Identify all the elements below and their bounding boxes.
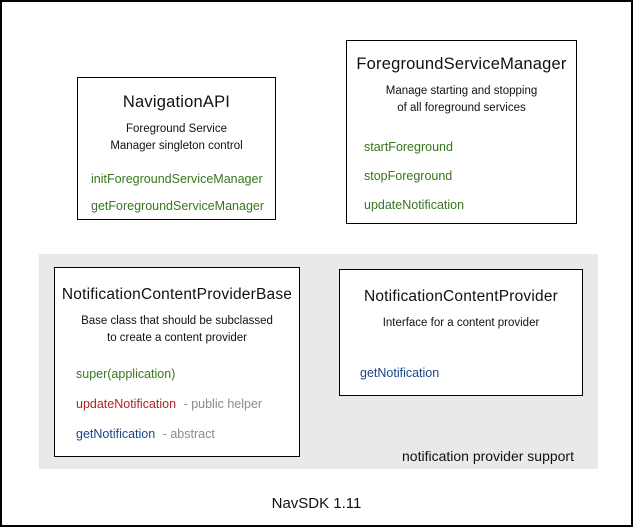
method-label: getNotification [76,427,156,442]
box-description-notification-content-provider: Interface for a content provider [382,317,540,329]
method-start-foreground: startForeground [364,140,576,154]
method-update-notification: updateNotification [364,198,576,212]
method-label: getNotification [360,365,440,380]
method-list-notification-content-provider-base: super(application) updateNotification - … [55,367,299,441]
box-description-navigation-api: Foreground Service Manager singleton con… [110,123,243,152]
box-title-navigation-api: NavigationAPI [122,93,231,111]
box-description-notification-content-provider-base: Base class that should be subclassed to … [81,315,273,344]
class-box-notification-content-provider-base: NotificationContentProviderBase Base cla… [54,267,300,457]
method-get-notification: getNotification - abstract [76,427,299,441]
method-annotation: - public helper [183,397,263,412]
method-stop-foreground: stopForeground [364,169,576,183]
method-get-notification: getNotification [360,366,582,380]
method-annotation: - abstract [162,427,215,442]
method-list-notification-content-provider: getNotification [340,366,582,380]
method-label: stopForeground [364,169,453,184]
method-super-application: super(application) [76,367,299,381]
method-get-foreground-service-manager: getForegroundServiceManager [91,199,275,213]
method-label: initForegroundServiceManager [91,172,263,187]
class-box-foreground-service-manager: ForegroundServiceManager Manage starting… [346,40,577,224]
method-init-foreground-service-manager: initForegroundServiceManager [91,172,275,186]
diagram-caption: NavSDK 1.11 [271,495,362,512]
method-label: super(application) [76,367,176,382]
box-title-notification-content-provider: NotificationContentProvider [363,288,559,305]
method-label: startForeground [364,140,453,155]
method-list-foreground-service-manager: startForeground stopForeground updateNot… [347,140,576,212]
method-label: updateNotification [76,397,177,412]
box-title-notification-content-provider-base: NotificationContentProviderBase [61,286,293,303]
region-label: notification provider support [402,448,574,464]
method-label: updateNotification [364,198,465,213]
class-box-notification-content-provider: NotificationContentProvider Interface fo… [339,269,583,396]
method-update-notification: updateNotification - public helper [76,397,299,411]
box-description-foreground-service-manager: Manage starting and stopping of all fore… [385,85,538,114]
method-label: getForegroundServiceManager [91,199,265,214]
class-box-navigation-api: NavigationAPI Foreground Service Manager… [77,77,276,220]
box-title-foreground-service-manager: ForegroundServiceManager [356,55,567,73]
method-list-navigation-api: initForegroundServiceManager getForegrou… [78,172,275,213]
